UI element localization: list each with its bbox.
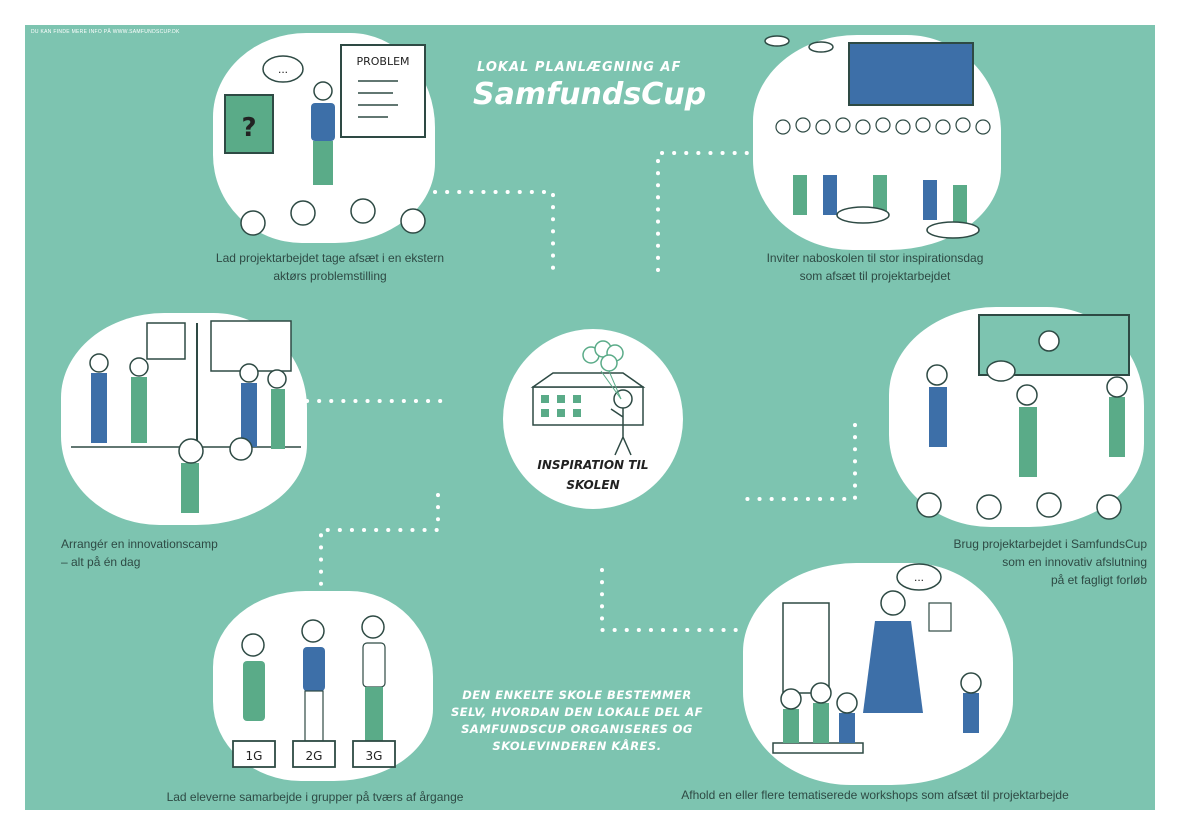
illustration-workshops: ... [772, 563, 982, 754]
caption-4-line-1: Brug projektarbejdet i SamfundsCup [953, 537, 1147, 551]
caption-4-line-2: som en innovativ afslutning [1002, 555, 1147, 569]
caption-2: Inviter naboskolen til stor inspirations… [725, 249, 1025, 285]
illustration-problem: ? PROBLEM ... [224, 44, 426, 236]
illustration-groups: 1G 2G 3G [232, 615, 396, 768]
caption-1-line-1: Lad projektarbejdet tage afsæt i en ekst… [215, 251, 445, 265]
caption-3-line-1: Arrangér en innovationscamp [61, 537, 218, 551]
caption-3: Arrangér en innovationscamp – alt på én … [61, 535, 321, 571]
speech-dots-2: ... [914, 570, 924, 584]
caption-4-line-3: på et fagligt forløb [1050, 573, 1147, 587]
caption-6: Afhold en eller flere tematiserede works… [665, 786, 1085, 804]
dotted-connectors [305, 151, 857, 632]
problem-label: PROBLEM [356, 55, 409, 68]
caption-4: Brug projektarbejdet i SamfundsCup som e… [885, 535, 1147, 589]
illustration-subject-course [916, 314, 1130, 520]
center-label-line-2: skolen [566, 478, 620, 492]
caption-5-line-1: Lad eleverne samarbejde i grupper på tvæ… [166, 790, 464, 804]
caption-2-line-2: som afsæt til projektarbejdet [799, 269, 951, 283]
caption-2-line-1: Inviter naboskolen til stor inspirations… [766, 251, 984, 265]
illustration-innovation-camp [71, 320, 301, 513]
poster: Du kan finde mere info på www.samfundscu… [25, 25, 1155, 810]
title-line-1: Lokal planlægning af [477, 60, 682, 75]
note-line-4: skolevinderen kåres. [492, 739, 662, 753]
illustration-inspiration-day [764, 35, 991, 239]
question-mark: ? [241, 113, 256, 143]
caption-3-line-2: – alt på én dag [61, 555, 141, 569]
note-line-1: Den enkelte skole bestemmer [462, 688, 692, 702]
caption-1: Lad projektarbejdet tage afsæt i en ekst… [175, 249, 485, 285]
caption-5: Lad eleverne samarbejde i grupper på tvæ… [135, 788, 495, 806]
organisation-note: Den enkelte skole bestemmer selv, hvorda… [447, 687, 707, 755]
podium-3g: 3G [366, 749, 383, 763]
caption-6-line-1: Afhold en eller flere tematiserede works… [681, 788, 1069, 802]
website-note: Du kan finde mere info på www.samfundscu… [31, 29, 180, 35]
note-line-2: selv, hvordan den lokale del af [450, 705, 704, 719]
podium-1g: 1G [246, 749, 263, 763]
school-illustration [530, 340, 646, 456]
speech-dots-1: ... [278, 62, 288, 76]
caption-1-line-2: aktørs problemstilling [273, 269, 387, 283]
title-line-2: SamfundsCup [473, 77, 707, 112]
podium-2g: 2G [306, 749, 323, 763]
note-line-3: SamfundsCup organiseres og [461, 722, 693, 736]
center-label-line-1: Inspiration til [537, 458, 649, 472]
